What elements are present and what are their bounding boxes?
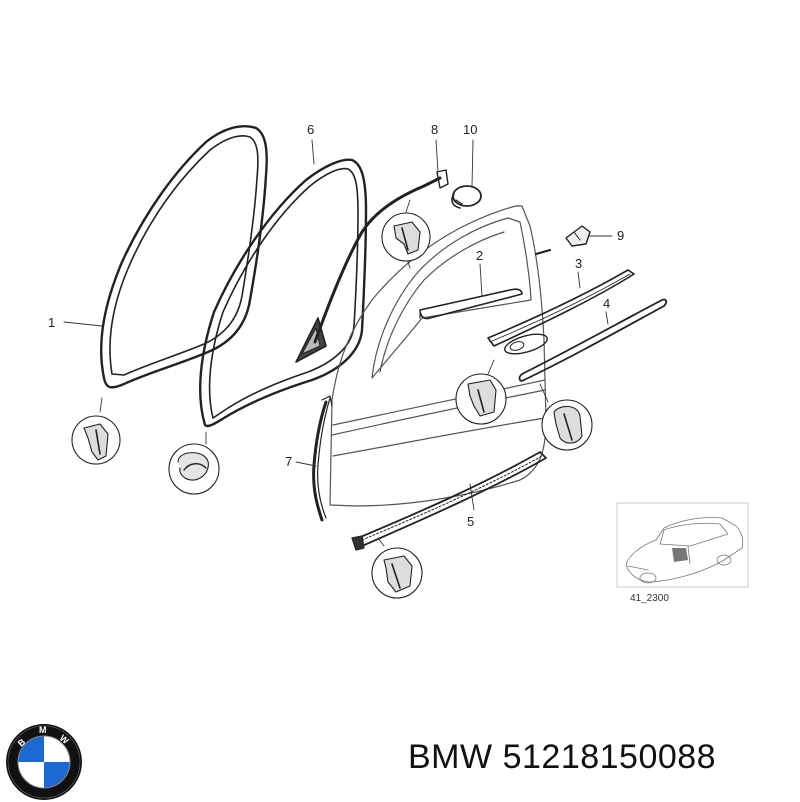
strip-5 [351, 451, 547, 551]
door-handle [504, 333, 548, 355]
strip-7 [312, 395, 333, 522]
brand-name: BMW [408, 738, 493, 776]
callout-3: 3 [575, 256, 582, 271]
detail-circle-6 [168, 431, 220, 495]
strip-8 [313, 169, 449, 344]
inset-car-thumbnail [616, 502, 749, 588]
detail-circle-5 [371, 537, 423, 599]
callout-4: 4 [603, 296, 610, 311]
logo-letter-m: M [39, 725, 47, 735]
strip-4 [518, 298, 668, 382]
door-panel [329, 205, 547, 507]
callout-1: 1 [48, 315, 55, 330]
inset-caption: 41_2300 [630, 593, 669, 604]
callout-6: 6 [307, 122, 314, 137]
plug-10 [451, 185, 482, 209]
detail-circle-8 [381, 199, 431, 269]
callout-10: 10 [463, 122, 477, 137]
leader-lines [63, 139, 613, 511]
bmw-logo-icon: B M W [6, 724, 82, 800]
part-number: 51218150088 [502, 738, 717, 776]
strip-2 [419, 288, 523, 320]
detail-circle-1 [71, 397, 121, 465]
seal-6 [198, 158, 368, 428]
callout-2: 2 [476, 248, 483, 263]
clip-9 [565, 225, 591, 247]
callout-8: 8 [431, 122, 438, 137]
callout-9: 9 [617, 228, 624, 243]
logo-letter-b: B [16, 736, 28, 748]
detail-circle-4 [539, 383, 593, 451]
strip-3 [487, 248, 635, 347]
callout-7: 7 [285, 454, 292, 469]
callout-5: 5 [467, 514, 474, 529]
detail-circle-3 [455, 359, 507, 425]
